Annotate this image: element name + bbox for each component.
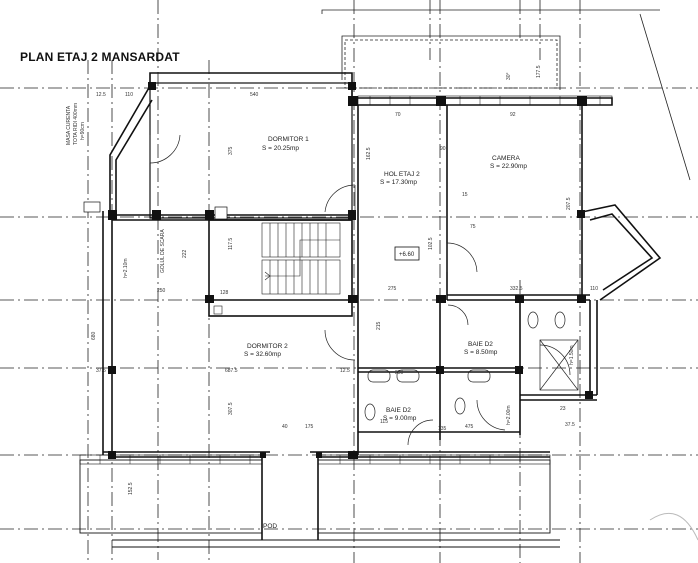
dim-label: 375 (228, 146, 234, 155)
plan-title: PLAN ETAJ 2 MANSARDAT (20, 50, 180, 64)
left-note-2: TOTA RIDI 400mm (73, 103, 79, 145)
dim-label: 110 (590, 286, 598, 292)
dim-label: 250 (157, 288, 166, 294)
dim-label: 90 (440, 146, 446, 152)
dim-label: 75 (470, 224, 476, 230)
dim-label: 135 (438, 426, 447, 432)
dim-label: 275 (388, 286, 397, 292)
room-hol-name: HOL ETAJ 2 (384, 171, 420, 178)
dim-label: 37.5 (96, 368, 106, 374)
dim-label: 102.5 (428, 237, 434, 250)
height-label-3: h=2.00m (506, 405, 512, 425)
dim-label: 37.5 (565, 422, 575, 428)
roof-outline (321, 9, 691, 181)
room-baie-right-name: BAIE D2 (468, 341, 493, 348)
dim-label: 70 (395, 112, 401, 118)
level-mark: +6.60 (399, 252, 415, 258)
walls (79, 72, 662, 548)
dim-label: 475 (465, 424, 474, 430)
level-box (394, 246, 420, 261)
dim-label: 92 (510, 112, 516, 118)
dim-label: 110 (125, 92, 133, 98)
doors (149, 134, 571, 446)
dim-label: 12.5 (96, 92, 106, 98)
dim-label: 12.5 (340, 368, 350, 374)
dim-label: 177.5 (536, 65, 542, 78)
dim-label: 207.5 (566, 197, 572, 210)
watermark-shape (649, 512, 698, 541)
room-camera-area: S = 22.90mp (490, 163, 527, 170)
left-note-3: h=90cm (80, 122, 86, 140)
dim-label: 175 (305, 424, 314, 430)
room-baie-right-area: S = 8.50mp (464, 349, 498, 356)
height-label-1: h=2.10m (123, 258, 129, 278)
wall-ticks (99, 96, 601, 464)
sanitary-fixtures (364, 311, 579, 421)
dim-label: 115 (380, 419, 388, 425)
room-baie-center-area: S = 9.00mp (383, 415, 417, 422)
dim-label: 540 (250, 92, 259, 98)
room-dormitor-2-area: S = 32.60mp (244, 351, 281, 358)
dim-label: 23 (560, 406, 566, 412)
dim-label: 307.5 (228, 402, 234, 415)
dim-label: 117.5 (228, 238, 234, 250)
wall-bands (79, 95, 613, 465)
room-camera-name: CAMERA (492, 155, 520, 162)
dim-label: 332.5 (510, 286, 523, 292)
room-dormitor-1-name: DORMITOR 1 (268, 136, 309, 143)
dim-label: 15 (462, 192, 468, 198)
dim-label: 687.5 (225, 368, 238, 374)
dim-label: 152.5 (128, 482, 134, 495)
room-dormitor-1-area: S = 20.25mp (262, 145, 299, 152)
stair-note: GOLUL DE SCARA (160, 229, 166, 273)
dim-label: 215 (376, 321, 382, 330)
room-dormitor-2-name: DORMITOR 2 (247, 343, 288, 350)
dim-label: 128 (220, 290, 229, 296)
height-label-2: h=1.50m (569, 345, 575, 365)
dim-label: 680 (91, 331, 97, 340)
room-baie-center-name: BAIE D2 (386, 407, 411, 414)
dim-label: 40 (282, 424, 288, 430)
dim-label: 162.5 (366, 147, 372, 160)
dim-label: 222 (182, 249, 188, 258)
dim-label: 250 (395, 370, 404, 376)
dimension-labels: 540 70 92 110 12.5 250 128 275 332.5 110… (91, 65, 598, 495)
axis-marker (83, 201, 228, 220)
room-hol-area: S = 17.30mp (380, 179, 417, 186)
staircase (213, 222, 341, 315)
room-pod-name: POD (263, 523, 277, 530)
slope-label: 30° (506, 72, 512, 80)
left-note-1: MASA CURENTA (66, 105, 72, 145)
